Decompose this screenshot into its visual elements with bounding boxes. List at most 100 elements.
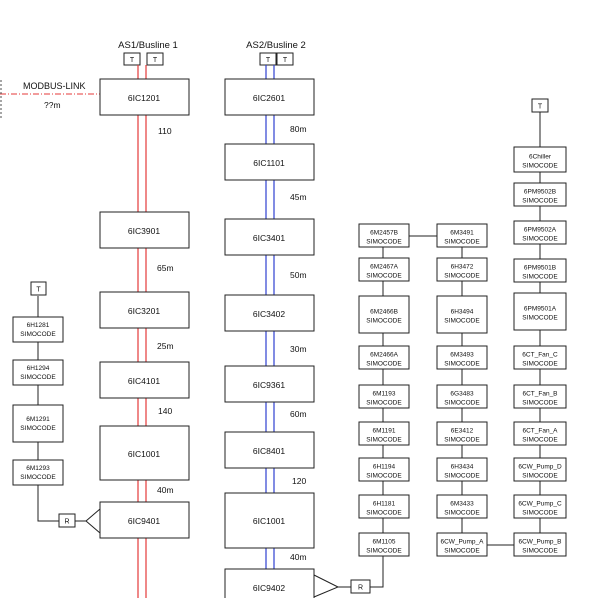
bus1-length: 65m	[157, 263, 174, 273]
simocode-type: SIMOCODE	[444, 548, 480, 555]
bus1-length: 140	[158, 406, 172, 416]
bus1-terminator-1	[123, 52, 141, 66]
bus2-node: 6IC8401	[224, 431, 315, 469]
simocode-type: SIMOCODE	[522, 510, 558, 517]
bus2-node: 6IC3401	[224, 218, 315, 256]
simocode-id: 6CW_Pump_C	[518, 501, 562, 508]
simocode-id: 6M1105	[372, 539, 395, 546]
simocode-type: SIMOCODE	[366, 548, 402, 555]
bus2-length: 40m	[290, 552, 307, 562]
repeater-1-label: R	[64, 519, 69, 526]
chain-c-terminator	[531, 98, 549, 113]
bus1-node: 6IC3201	[99, 291, 190, 329]
simocode-type: SIMOCODE	[366, 318, 402, 325]
simocode-id: 6M1193	[372, 391, 395, 398]
simocode-node: 6CW_Pump_C SIMOCODE	[513, 494, 567, 519]
simocode-id: 6M3433	[450, 501, 474, 508]
simocode-node: 6CW_Pump_D SIMOCODE	[513, 457, 567, 482]
simocode-type: SIMOCODE	[444, 473, 480, 480]
simocode-id: 6CW_Pump_B	[519, 539, 562, 546]
simocode-type: SIMOCODE	[366, 510, 402, 517]
simocode-type: SIMOCODE	[366, 361, 402, 368]
simocode-type: SIMOCODE	[522, 361, 558, 368]
bus2-node-label: 6IC2601	[253, 93, 285, 103]
bus1-node-label: 6IC3201	[128, 306, 160, 316]
simocode-type: SIMOCODE	[20, 425, 56, 432]
simocode-type: SIMOCODE	[444, 318, 480, 325]
simocode-type: SIMOCODE	[522, 437, 558, 444]
bus2-terminator-1-label: T	[266, 57, 271, 64]
simocode-type: SIMOCODE	[522, 315, 558, 322]
bus1-length: 25m	[157, 341, 174, 351]
simocode-id: 6H1294	[27, 365, 50, 372]
simocode-type: SIMOCODE	[20, 474, 56, 481]
simocode-node: 6PM9502B SIMOCODE	[513, 182, 567, 207]
simocode-id: 6H1194	[373, 464, 396, 471]
simocode-id: 6M1291	[26, 416, 50, 423]
bus1-terminator-2	[146, 52, 164, 66]
simocode-id: 6M1293	[26, 465, 50, 472]
bus2-length: 45m	[290, 192, 307, 202]
bus2-node-label: 6IC3402	[253, 309, 285, 319]
repeater-2-label: R	[358, 585, 363, 592]
simocode-type: SIMOCODE	[522, 198, 558, 205]
simocode-id: 6CW_Pump_D	[518, 464, 562, 471]
bus1-node-label: 6IC1001	[128, 449, 160, 459]
left-chain-terminator	[30, 281, 47, 296]
simocode-id: 6PM9501A	[524, 306, 557, 313]
simocode-type: SIMOCODE	[522, 473, 558, 480]
simocode-type: SIMOCODE	[366, 273, 402, 280]
simocode-id: 6M2457B	[370, 230, 398, 237]
modbus-label: MODBUS-LINK	[23, 81, 86, 91]
simocode-id: 6M2467A	[370, 264, 398, 271]
simocode-node: 6M2467A SIMOCODE	[358, 257, 410, 282]
simocode-id: 6PM9502B	[524, 189, 556, 196]
repeater-1-wedge	[85, 508, 101, 534]
simocode-type: SIMOCODE	[444, 400, 480, 407]
bus2-node: 6IC1101	[224, 143, 315, 181]
simocode-type: SIMOCODE	[522, 400, 558, 407]
bus1-node-label: 6IC1201	[128, 93, 160, 103]
simocode-id: 6H1281	[27, 322, 50, 329]
simocode-id: 6M2466A	[370, 352, 398, 359]
simocode-id: 6Chiller	[529, 154, 552, 161]
bus2-length: 60m	[290, 409, 307, 419]
simocode-type: SIMOCODE	[366, 437, 402, 444]
bus2-terminator-2-label: T	[283, 57, 288, 64]
simocode-type: SIMOCODE	[522, 163, 558, 170]
bus1-node-label: 6IC4101	[128, 376, 160, 386]
bus2-node-label: 6IC8401	[253, 446, 285, 456]
bus2-length: 30m	[290, 344, 307, 354]
simocode-node: 6M2466A SIMOCODE	[358, 345, 410, 370]
bus2-node: 6IC3402	[224, 294, 315, 332]
modbus-length: ??m	[44, 100, 61, 110]
simocode-type: SIMOCODE	[20, 331, 56, 338]
bus1-node: 6IC4101	[99, 361, 190, 399]
bus2-node: 6IC9402	[224, 568, 315, 603]
bus1-length: 110	[158, 126, 172, 136]
simocode-id: 6G3483	[450, 391, 474, 398]
simocode-type: SIMOCODE	[20, 374, 56, 381]
simocode-type: SIMOCODE	[366, 400, 402, 407]
simocode-type: SIMOCODE	[522, 236, 558, 243]
simocode-type: SIMOCODE	[444, 273, 480, 280]
